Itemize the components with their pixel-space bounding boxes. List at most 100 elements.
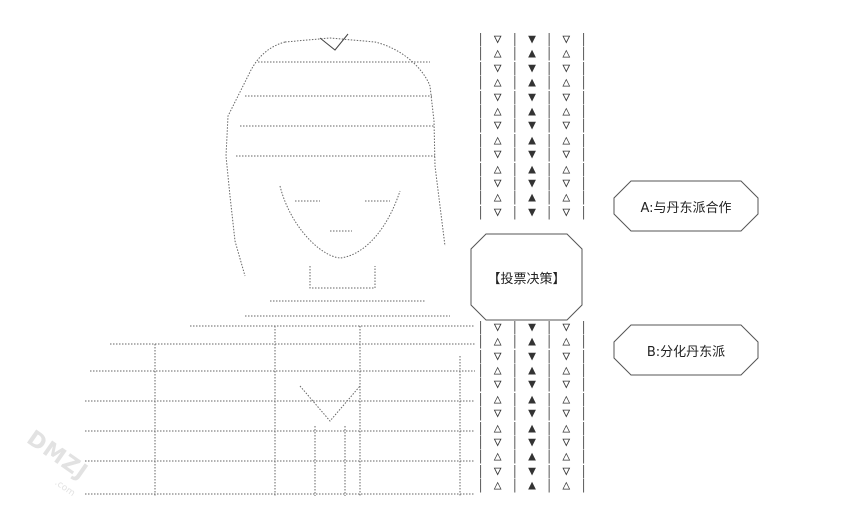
triangle-glyph: ▽: [562, 463, 571, 479]
triangle-glyph: △: [562, 334, 571, 350]
column-divider: |: [476, 147, 485, 163]
triangle-glyph: ▽: [493, 434, 502, 450]
column-divider: |: [545, 147, 554, 163]
column-divider: |: [579, 190, 588, 206]
triangle-glyph: ▼: [528, 32, 536, 47]
triangle-glyph: ▽: [562, 147, 571, 163]
column-divider: |: [579, 161, 588, 177]
column-divider: |: [545, 89, 554, 105]
triangle-glyph: ▼: [528, 60, 536, 76]
triangle-upper-row: |△|▲|△|: [476, 46, 588, 62]
triangle-glyph: ▽: [562, 204, 571, 220]
triangle-upper-row: |▽|▼|▽|: [476, 89, 588, 105]
triangle-glyph: ▽: [562, 60, 571, 76]
triangle-glyph: △: [562, 103, 571, 119]
triangle-glyph: ▲: [528, 161, 536, 177]
column-divider: |: [579, 362, 588, 378]
triangle-glyph: △: [493, 449, 502, 465]
column-divider: |: [545, 434, 554, 450]
column-divider: |: [545, 75, 554, 91]
triangle-glyph: ▽: [562, 118, 571, 134]
triangle-glyph: ▽: [562, 406, 571, 422]
triangle-glyph: ▽: [493, 175, 502, 191]
column-divider: |: [510, 60, 519, 76]
column-divider: |: [579, 420, 588, 436]
column-divider: |: [545, 46, 554, 62]
column-divider: |: [510, 334, 519, 350]
vote-label: 【投票决策】: [487, 271, 566, 287]
triangle-upper-row: |▽|▼|▽|: [476, 60, 588, 76]
triangle-upper-row: |▽|▼|▽|: [476, 204, 588, 220]
column-divider: |: [510, 103, 519, 119]
ascii-art-figure: [30, 26, 591, 506]
triangle-glyph: ▽: [562, 319, 571, 335]
watermark-text: DMZJ: [21, 425, 93, 486]
column-divider: |: [476, 391, 485, 407]
column-divider: |: [510, 391, 519, 407]
triangle-lower-row: |△|▲|△|: [476, 391, 588, 407]
column-divider: |: [510, 362, 519, 378]
triangle-glyph: △: [562, 391, 571, 407]
column-divider: |: [579, 319, 588, 335]
triangle-glyph: ▽: [493, 89, 502, 105]
triangle-glyph: △: [562, 478, 571, 494]
triangle-upper-row: |▽|▼|▽|: [476, 175, 588, 191]
column-divider: |: [476, 89, 485, 105]
triangle-glyph: ▽: [493, 60, 502, 76]
column-divider: |: [510, 478, 519, 494]
column-divider: |: [476, 161, 485, 177]
triangle-glyph: ▼: [528, 319, 536, 335]
triangle-glyph: △: [493, 420, 502, 436]
column-divider: |: [579, 60, 588, 76]
option-b-label: B:分化丹东派: [646, 344, 726, 360]
triangle-lower-row: |▽|▼|▽|: [476, 434, 588, 450]
triangle-lower-row: |▽|▼|▽|: [476, 319, 588, 335]
column-divider: |: [476, 449, 485, 465]
column-divider: |: [579, 463, 588, 479]
triangle-glyph: △: [562, 449, 571, 465]
triangle-glyph: ▲: [528, 132, 536, 148]
column-divider: |: [545, 161, 554, 177]
triangle-glyph: ▽: [562, 175, 571, 191]
column-divider: |: [510, 89, 519, 105]
column-divider: |: [476, 434, 485, 450]
column-divider: |: [545, 103, 554, 119]
triangle-glyph: △: [493, 334, 502, 350]
column-divider: |: [510, 377, 519, 393]
column-divider: |: [545, 420, 554, 436]
column-divider: |: [545, 32, 554, 47]
triangle-lower-row: |▽|▼|▽|: [476, 377, 588, 393]
triangle-lower-row: |△|▲|△|: [476, 334, 588, 350]
triangle-lower-row: |△|▲|△|: [476, 478, 588, 494]
column-divider: |: [545, 348, 554, 364]
triangle-glyph: △: [493, 75, 502, 91]
column-divider: |: [476, 420, 485, 436]
column-divider: |: [510, 406, 519, 422]
column-divider: |: [579, 434, 588, 450]
column-divider: |: [510, 46, 519, 62]
triangle-glyph: ▼: [528, 147, 536, 163]
column-divider: |: [579, 103, 588, 119]
column-divider: |: [579, 204, 588, 220]
column-divider: |: [510, 434, 519, 450]
column-divider: |: [579, 478, 588, 494]
column-divider: |: [476, 463, 485, 479]
triangle-glyph: ▲: [528, 420, 536, 436]
triangle-upper-row: |△|▲|△|: [476, 132, 588, 148]
column-divider: |: [545, 377, 554, 393]
column-divider: |: [510, 190, 519, 206]
column-divider: |: [579, 334, 588, 350]
triangle-upper-row: |▽|▼|▽|: [476, 118, 588, 134]
column-divider: |: [579, 175, 588, 191]
triangle-glyph: △: [493, 190, 502, 206]
column-divider: |: [476, 406, 485, 422]
column-divider: |: [476, 319, 485, 335]
triangle-glyph: △: [493, 391, 502, 407]
column-divider: |: [476, 478, 485, 494]
column-divider: |: [510, 463, 519, 479]
triangle-glyph: ▽: [493, 204, 502, 220]
option-a-label: A:与丹东派合作: [640, 200, 732, 216]
triangle-glyph: △: [493, 103, 502, 119]
column-divider: |: [510, 161, 519, 177]
triangle-upper-row: |△|▲|△|: [476, 75, 588, 91]
